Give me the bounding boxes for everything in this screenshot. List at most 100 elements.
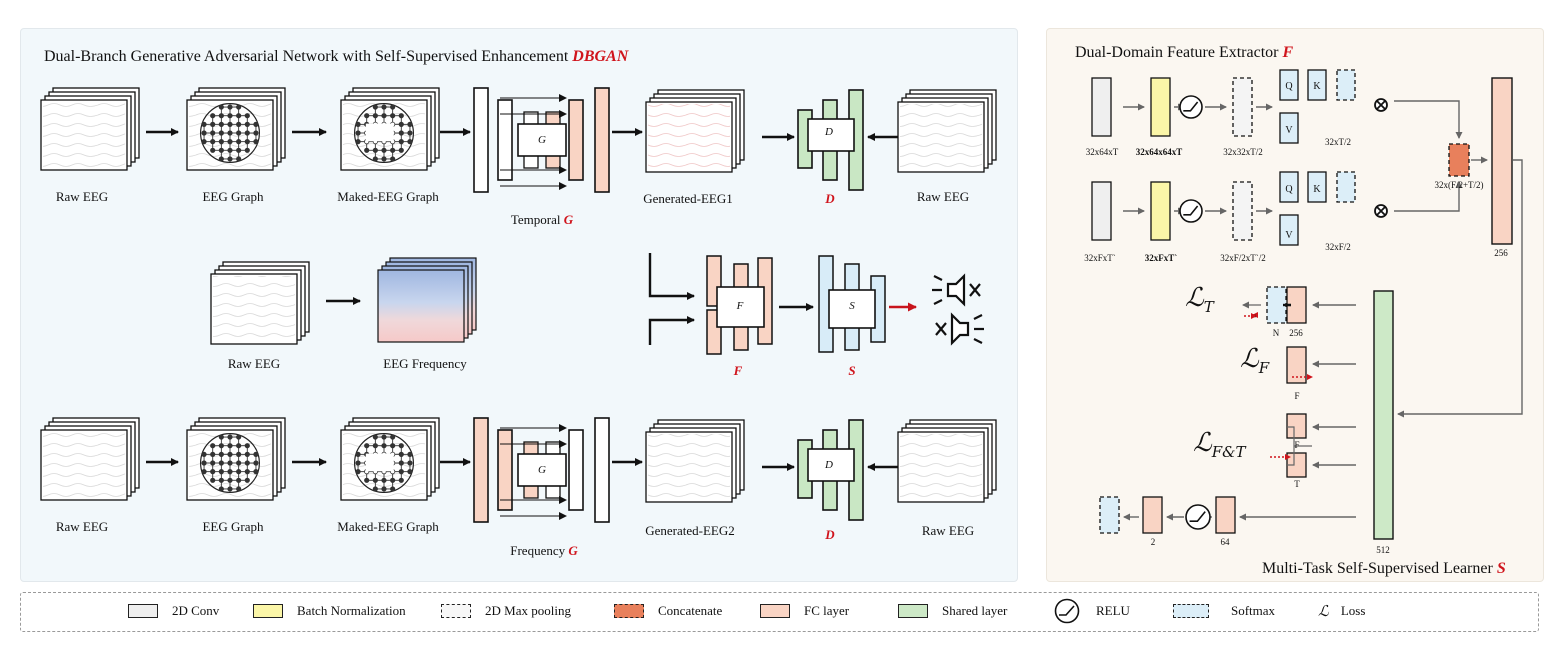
- row1-eeg-graph-stack-node: [210, 130, 216, 136]
- legend-swatch-conv: [128, 604, 158, 618]
- row1-d-block-letter: D: [825, 126, 833, 138]
- row3-generated-stack-signal: [648, 434, 730, 500]
- ext-top-input-dim: 32x64xT: [1085, 147, 1119, 157]
- row2-f-core: [716, 286, 765, 328]
- row1-eeg-graph-stack-node: [227, 113, 233, 119]
- row1-eeg-graph-stack-node: [210, 113, 216, 119]
- row1-masked-graph-stack-node: [390, 156, 396, 162]
- row1-eeg-graph-stack-node: [227, 147, 233, 153]
- row3-masked-graph-label: Maked-EEG Graph: [337, 519, 439, 534]
- row3-raw-eeg-right-stack: [897, 419, 997, 503]
- row1-eeg-graph-stack-node: [236, 130, 242, 136]
- row3-eeg-graph-stack-node: [210, 477, 216, 483]
- row1-eeg-graph-stack-node: [244, 139, 250, 145]
- speaker-muted-icon-body: [946, 273, 966, 307]
- legend-swatch-fc: [760, 604, 790, 618]
- row3-eeg-graph-stack-node: [201, 469, 207, 475]
- row1-eeg-graph-stack-node: [236, 156, 242, 162]
- ext-bottom-relu-icon-curve: [1183, 205, 1199, 216]
- row1-eeg-graph-stack-node: [236, 104, 242, 110]
- row3-eeg-graph-stack-node: [253, 469, 259, 475]
- row3-eeg-graph-stack: [186, 417, 286, 501]
- ext-top-bn-dim: 32x64x64xT: [1135, 147, 1183, 157]
- row3-masked-graph-stack-node: [372, 434, 378, 440]
- row1-eeg-graph-stack-node: [236, 121, 242, 127]
- row3-eeg-graph-stack-node: [244, 460, 250, 466]
- ext-bottom-softmax: [1336, 171, 1356, 203]
- row1-eeg-graph-stack-node: [244, 130, 250, 136]
- learner-relu-icon-curve: [1189, 511, 1206, 522]
- ext-top-v-label: V: [1285, 125, 1293, 136]
- legend-item-concat: Concatenate: [614, 592, 722, 630]
- ext-top-attn-dim: 32xT/2: [1325, 137, 1351, 147]
- loss-icon: ℒ: [1318, 602, 1329, 620]
- row3-gen-layer-1: [497, 429, 513, 511]
- row1-eeg-graph-stack-node: [236, 139, 242, 145]
- row1-gen-layer-1: [497, 99, 513, 181]
- row1-eeg-graph-stack-node: [227, 139, 233, 145]
- row1-masked-graph-stack-node: [355, 121, 361, 127]
- row2-frequency-input-arrow: [648, 316, 695, 345]
- speaker-muted-icon-2-body: [950, 312, 970, 346]
- ext-top-maxpool: [1232, 77, 1253, 137]
- row1-masked-graph-stack-node: [390, 113, 396, 119]
- loss-t-label: ℒT: [1185, 283, 1214, 316]
- row1-masked-graph-label: Maked-EEG Graph: [337, 189, 439, 204]
- row3-masked-graph-stack-outline: [354, 433, 415, 494]
- row1-eeg-graph-stack-node: [218, 130, 224, 136]
- legend-item-shared: Shared layer: [898, 592, 1007, 630]
- row1-eeg-graph-stack-node: [253, 130, 259, 136]
- row3-eeg-graph-stack-node: [244, 477, 250, 483]
- row1-masked-graph-stack-node: [355, 130, 361, 136]
- row1-g-block-letter: G: [538, 134, 546, 146]
- row1-eeg-graph-stack-node: [218, 147, 224, 153]
- row1-eeg-graph-stack-node: [253, 139, 259, 145]
- row3-eeg-graph-stack-node: [218, 443, 224, 449]
- ext-bottom-bn-dim: 32xFxT`: [1144, 253, 1178, 263]
- row2-f-block-letter: F: [736, 300, 744, 312]
- learner-bottom-fc2: [1142, 496, 1163, 534]
- legend-item-bn: Batch Normalization: [253, 592, 406, 630]
- ext-top-softmax: [1336, 69, 1356, 101]
- learner-relu-icon-circle: [1185, 504, 1211, 530]
- row3-eeg-graph-stack-node: [227, 434, 233, 440]
- row3-masked-graph-stack-node: [390, 477, 396, 483]
- ext-fc-dim: 256: [1494, 248, 1508, 258]
- row1-masked-graph-stack-node: [398, 113, 404, 119]
- ext-top-bn: [1150, 77, 1171, 137]
- row3-masked-graph-stack-node: [381, 477, 387, 483]
- row1-masked-graph-stack-outline: [354, 102, 415, 163]
- row3-eeg-graph-stack-node: [236, 434, 242, 440]
- row1-raw-eeg-stack: [40, 87, 140, 171]
- row3-eeg-graph-stack-node: [218, 451, 224, 457]
- row3-d-block-letter: D: [825, 459, 833, 471]
- row3-masked-graph-stack-node: [398, 460, 404, 466]
- ext-bottom-k-label: K: [1313, 184, 1321, 195]
- row3-eeg-graph-stack-node: [227, 477, 233, 483]
- learner-shared-dim: 512: [1376, 545, 1390, 555]
- row3-masked-graph-stack-node: [390, 434, 396, 440]
- ext-concat-dim: 32x(F/2+T/2): [1434, 180, 1484, 190]
- row1-generator-letter: G: [563, 212, 574, 227]
- legend-swatch-concat: [614, 604, 644, 618]
- speaker-muted-icon-waves: [932, 275, 943, 305]
- row3-disc-core: [807, 448, 855, 482]
- ext-bottom-to-concat: [1394, 181, 1463, 212]
- row3-eeg-graph-stack-node: [244, 451, 250, 457]
- row3-eeg-graph-stack-outline: [200, 433, 261, 494]
- row1-gen-layer-3: [594, 87, 610, 193]
- row1-eeg-graph-stack: [186, 87, 286, 171]
- row1-disc-core: [807, 118, 855, 152]
- extractor-title-abbrev: F: [1282, 44, 1294, 61]
- row3-eeg-graph-stack-node: [218, 460, 224, 466]
- ext-bottom-v: [1279, 214, 1299, 246]
- row3-eeg-graph-stack-node: [236, 469, 242, 475]
- row1-raw-eeg-stack-signal: [43, 102, 125, 168]
- learner-bottom-fc-dim: 64: [1220, 537, 1230, 547]
- row1-gen-layer-2: [568, 99, 584, 181]
- row1-gen-layer-0: [473, 87, 489, 193]
- row1-eeg-graph-stack-node: [244, 121, 250, 127]
- learner-ft-f-fc: [1286, 413, 1307, 439]
- row3-eeg-graph-stack-node: [236, 477, 242, 483]
- row2-s-block-letter: S: [849, 300, 855, 312]
